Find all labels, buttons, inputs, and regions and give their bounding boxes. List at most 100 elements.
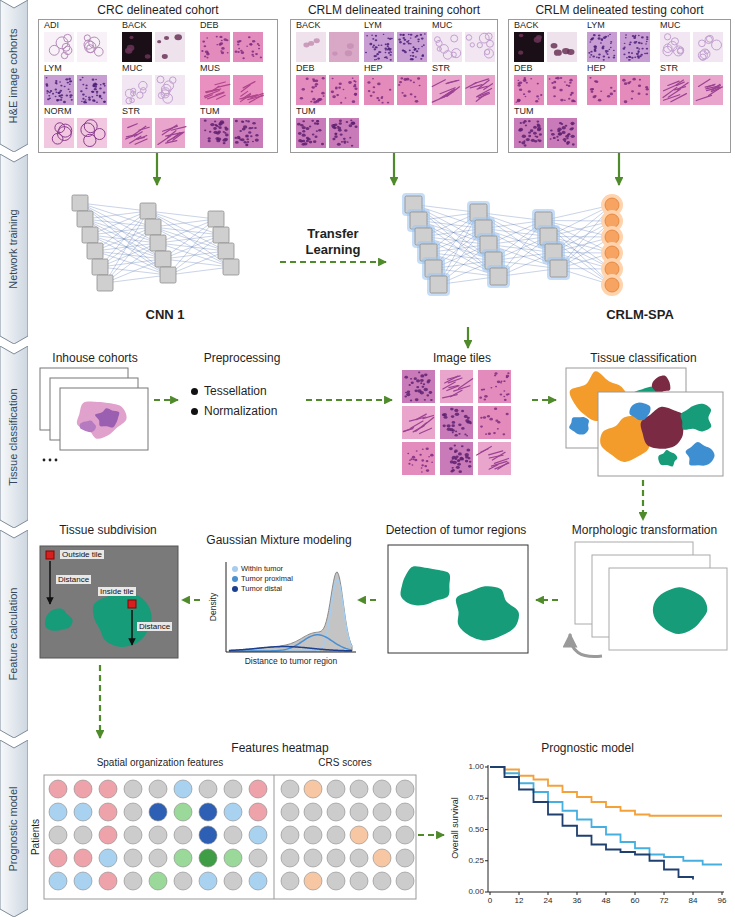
tissue-nucleus [349, 124, 353, 127]
tissue-nucleus [204, 45, 207, 47]
network-link [105, 227, 153, 283]
tile-ground [44, 118, 74, 148]
tissue-nucleus [332, 95, 336, 98]
tissue-nucleus [637, 50, 639, 52]
axis-tick [548, 892, 549, 895]
tissue-nucleus [174, 34, 182, 40]
network-link [100, 211, 148, 267]
flow-arrow [393, 153, 395, 185]
tissue-nucleus [424, 373, 427, 376]
tissue-nucleus [416, 386, 419, 388]
tile-ground [693, 32, 723, 62]
tissue-nucleus [506, 413, 509, 415]
tissue-nucleus [349, 137, 351, 139]
tile-ground [440, 442, 473, 475]
tissue-nucleus [334, 135, 337, 138]
tissue-nucleus [536, 120, 539, 122]
network-link [168, 267, 231, 275]
tile-ground [478, 406, 511, 439]
stage-band: Tissue classification [0, 346, 28, 528]
tissue-nucleus [248, 131, 251, 133]
tissue-nucleus [559, 89, 562, 92]
tissue-nucleus [378, 51, 381, 53]
tissue-nucleus [519, 34, 523, 38]
tissue-region [686, 442, 715, 466]
tissue-tile [122, 118, 152, 148]
tissue-nucleus [600, 42, 602, 44]
tissue-nucleus [638, 35, 640, 36]
tissue-fibre [447, 87, 460, 97]
tissue-nucleus [404, 396, 407, 398]
tissue-nucleus [500, 393, 503, 395]
heatmap-frame [44, 775, 416, 899]
tissue-nucleus [314, 38, 320, 43]
tissue-nucleus [568, 98, 570, 100]
tissue-nucleus [507, 372, 509, 374]
tissue-nucleus [331, 124, 335, 127]
tissue-tile [402, 442, 435, 475]
tile-ground [478, 370, 511, 403]
tissue-nucleus [549, 78, 551, 79]
tile-ground [77, 118, 107, 148]
tissue-nucleus [592, 56, 595, 58]
tissue-nucleus [221, 47, 224, 50]
neuron [605, 214, 619, 228]
legend-entry: Tumor proximal [232, 574, 293, 584]
tissue-nucleus [220, 120, 224, 123]
bullet-dot [191, 408, 198, 415]
axis-title: Overall survival [450, 797, 460, 859]
tissue-nucleus [80, 90, 83, 92]
tumor-region [401, 566, 451, 605]
tile-ground [364, 32, 394, 62]
tissue-nucleus [638, 92, 641, 94]
tissue-tile [478, 370, 511, 403]
step-title: Morphologic transformation [572, 523, 717, 537]
tile-ground [296, 118, 326, 148]
tissue-nucleus [315, 83, 318, 86]
tissue-nucleus [556, 136, 558, 138]
tissue-nucleus [323, 95, 325, 97]
tissue-nucleus [430, 399, 433, 401]
tissue-class-label: LYM [587, 20, 605, 31]
tissue-nucleus [70, 94, 73, 96]
tissue-nucleus [640, 54, 642, 56]
tissue-nucleus [602, 46, 604, 48]
tissue-cell [86, 45, 94, 53]
tissue-cell [63, 46, 71, 54]
tissue-nucleus [258, 45, 260, 47]
tissue-nucleus [593, 96, 596, 99]
feature-cell [199, 826, 217, 844]
neuron-glow [601, 274, 623, 296]
tissue-nucleus [636, 41, 638, 42]
tissue-nucleus [418, 372, 420, 374]
tissue-nucleus [403, 94, 406, 97]
tissue-nucleus [519, 88, 522, 91]
tissue-nucleus [366, 35, 368, 36]
tissue-nucleus [455, 412, 459, 416]
tissue-nucleus [485, 433, 487, 435]
tissue-nucleus [214, 120, 216, 122]
feature-map [92, 259, 108, 275]
tissue-class-label: LYM [44, 63, 62, 74]
column-group-label: Spatial organization features [97, 757, 224, 769]
tissue-nucleus [613, 50, 615, 51]
tissue-nucleus [348, 81, 352, 84]
tissue-nucleus [104, 85, 106, 87]
tissue-nucleus [215, 137, 219, 140]
tissue-nucleus [238, 48, 240, 50]
tissue-class-label: HEP [587, 63, 606, 74]
tissue-tile [402, 406, 435, 439]
tissue-nucleus [523, 93, 525, 95]
tissue-nucleus [302, 88, 305, 91]
tissue-class-label: BACK [514, 20, 539, 31]
tissue-nucleus [468, 465, 471, 468]
tissue-nucleus [157, 40, 161, 43]
tissue-nucleus [646, 38, 648, 40]
tissue-nucleus [335, 86, 338, 88]
tissue-fibre [448, 378, 462, 383]
feature-heatmap [44, 775, 416, 899]
feature-cell [174, 872, 192, 890]
tissue-fibre [128, 124, 138, 128]
stage-label: Prognostic model [7, 786, 20, 871]
tissue-nucleus [638, 51, 640, 53]
